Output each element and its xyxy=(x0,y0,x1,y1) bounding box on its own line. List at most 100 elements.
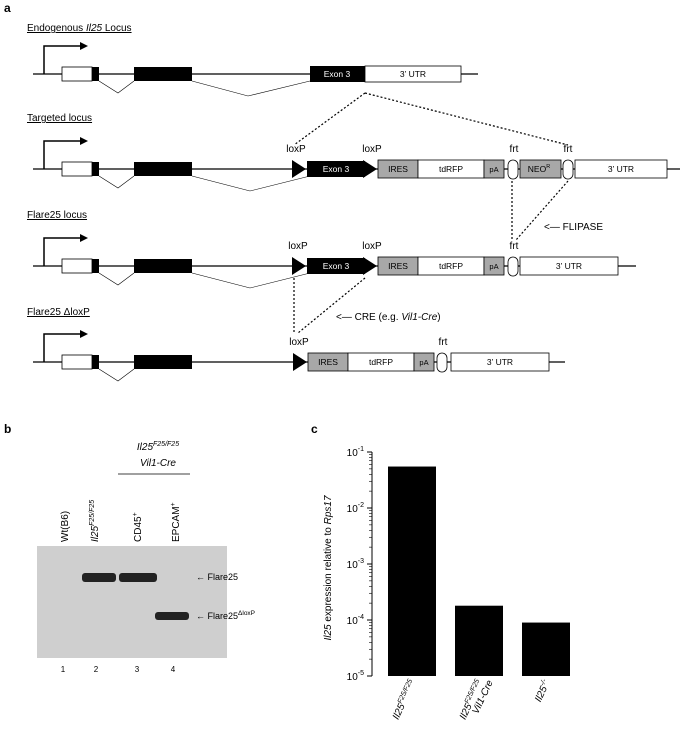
promoter-arrow-icon xyxy=(43,330,88,362)
bar xyxy=(522,622,570,676)
gel-band-flare25 xyxy=(119,573,157,582)
exon1-coding xyxy=(92,355,99,369)
exon2 xyxy=(134,259,192,273)
lane-number: 2 xyxy=(94,665,99,674)
utr-box xyxy=(364,65,462,83)
row-flare25-title: Flare25 locus xyxy=(27,210,87,221)
loxp-triangle-icon xyxy=(292,160,306,178)
intron-splice-2 xyxy=(191,175,311,192)
row-flare25-dloxp-title: Flare25 ΔloxP xyxy=(27,307,90,318)
frt-label: frt xyxy=(439,337,448,348)
gel-image xyxy=(37,546,227,658)
promoter-arrow-icon xyxy=(43,42,88,74)
utr-box xyxy=(574,159,668,179)
band-label-dloxp: ← Flare25ΔloxP xyxy=(196,610,255,621)
intron-splice-1 xyxy=(98,80,135,94)
loxp-triangle-icon xyxy=(292,257,306,275)
frt-site-icon xyxy=(562,159,574,180)
loxp-triangle-icon xyxy=(363,160,377,178)
band-label-flare25: ← Flare25 xyxy=(196,572,238,582)
exon3 xyxy=(307,161,365,177)
row-endogenous: Endogenous Il25 Locus Exon 3 3’ UTR xyxy=(27,23,478,97)
exon2 xyxy=(134,67,192,81)
exon1-utr xyxy=(61,161,93,177)
intron-splice-1 xyxy=(98,175,135,189)
frt-label: frt xyxy=(510,144,519,155)
intron-splice-2 xyxy=(191,272,311,289)
loxp-label: loxP xyxy=(286,144,306,155)
panel-b-label: b xyxy=(4,422,11,436)
pa-label: pA xyxy=(489,165,498,174)
bars xyxy=(388,466,570,676)
promoter-arrow-icon xyxy=(43,234,88,266)
bar xyxy=(388,466,436,676)
exon1-coding xyxy=(92,67,99,81)
neo-label: NEOR xyxy=(528,164,550,174)
intron-splice-1 xyxy=(98,272,135,286)
utr-label: 3’ UTR xyxy=(608,164,634,174)
x-tick-label: Il25F25/F25 xyxy=(390,678,419,721)
pa-box xyxy=(483,256,505,276)
lane-label-epcam: EPCAM+ xyxy=(170,502,182,542)
utr-label: 3’ UTR xyxy=(400,69,426,79)
ires-label: IRES xyxy=(318,357,338,367)
pa-box xyxy=(413,352,435,372)
dotted-connector xyxy=(293,92,366,146)
frt-site-icon xyxy=(436,352,448,373)
pa-label: pA xyxy=(419,358,428,367)
exon3 xyxy=(310,66,365,82)
lane-number: 3 xyxy=(135,665,140,674)
lane-label-wt: Wt(B6) xyxy=(60,511,71,542)
exon1-utr xyxy=(61,66,93,82)
frt-label: frt xyxy=(510,241,519,252)
exon1-utr xyxy=(61,258,93,274)
loxp-label: loxP xyxy=(362,241,382,252)
lane-label-cd45: CD45+ xyxy=(132,512,144,542)
row-endogenous-title: Endogenous Il25 Locus xyxy=(27,23,132,34)
exon2 xyxy=(134,162,192,176)
lane-number: 4 xyxy=(171,665,176,674)
y-axis-label: Il25 expression relative to Rps17 xyxy=(323,495,334,641)
tdrfp-label: tdRFP xyxy=(369,357,393,367)
dotted-connector xyxy=(364,92,569,146)
exon3-label: Exon 3 xyxy=(324,69,351,79)
utr-label: 3’ UTR xyxy=(487,357,513,367)
tdrfp-label: tdRFP xyxy=(439,261,463,271)
row-targeted-title: Targeted locus xyxy=(27,113,92,124)
exon2 xyxy=(134,355,192,369)
flipase-label: <— FLIPASE xyxy=(544,222,603,233)
lane-label-il25: Il25F25/F25 xyxy=(89,500,101,542)
exon3-label: Exon 3 xyxy=(323,164,350,174)
ires-label: IRES xyxy=(388,164,408,174)
bar xyxy=(455,605,503,676)
tdrfp-label: tdRFP xyxy=(439,164,463,174)
pa-box xyxy=(483,159,505,179)
frt-site-icon xyxy=(507,256,519,277)
group-label-line1: Il25F25/F25 xyxy=(137,441,179,453)
promoter-arrow-icon xyxy=(43,137,88,169)
row-targeted: Targeted locus loxP Exon 3 loxP IRES tdR… xyxy=(27,113,680,192)
gel-band-flare25 xyxy=(82,573,116,582)
loxp-label: loxP xyxy=(362,144,382,155)
row-flare25-dloxp: Flare25 ΔloxP loxP IRES tdRFP pA frt 3’ … xyxy=(27,307,565,382)
lane-number: 1 xyxy=(61,665,66,674)
loxp-label: loxP xyxy=(289,337,309,348)
utr-box xyxy=(519,256,619,276)
panel-c-label: c xyxy=(311,422,318,436)
y-tick-label: 10-2 xyxy=(347,502,364,515)
loxp-triangle-icon xyxy=(363,257,377,275)
panel-a-label: a xyxy=(4,1,11,15)
ires-label: IRES xyxy=(388,261,408,271)
gel-band-dloxp xyxy=(155,612,189,620)
exon3 xyxy=(307,258,365,274)
intron-splice-2 xyxy=(191,80,311,97)
pa-label: pA xyxy=(489,262,498,271)
x-tick-label: Il25-/- xyxy=(532,678,553,704)
exon1-coding xyxy=(92,162,99,176)
cre-label: <— CRE (e.g. Vil1-Cre) xyxy=(336,312,441,323)
exon1-coding xyxy=(92,259,99,273)
frt-site-icon xyxy=(507,159,519,180)
exon1-utr xyxy=(61,354,93,370)
group-label-line2: Vil1-Cre xyxy=(140,458,176,469)
